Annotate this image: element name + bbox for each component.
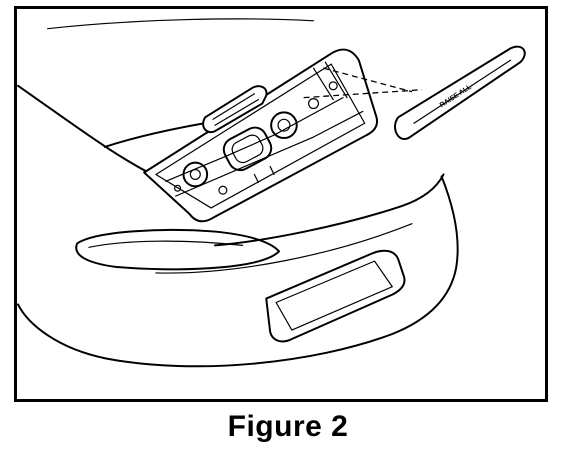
guide-line-2 xyxy=(323,67,413,93)
handle-slot-inner xyxy=(212,93,259,126)
roof-contour xyxy=(47,18,315,30)
bumper-top-line xyxy=(214,173,445,247)
handle-slot xyxy=(202,85,268,134)
screwdriver-tool: RAISE ALL xyxy=(394,45,526,140)
spoiler-outline xyxy=(75,228,281,271)
rear-window-edge xyxy=(17,84,157,178)
trunk-lid-illustration: RAISE ALL xyxy=(17,18,526,368)
bumper-body xyxy=(17,175,459,368)
illustration-frame: RAISE ALL xyxy=(14,6,548,402)
spoiler-inner xyxy=(88,240,244,248)
figure-caption: Figure 2 xyxy=(227,410,349,443)
license-plate-inner xyxy=(275,260,393,331)
trunk-lid-inner-edge xyxy=(155,63,366,209)
lid-mechanism xyxy=(165,61,364,197)
guide-line xyxy=(303,89,422,99)
license-plate-recess xyxy=(265,249,406,343)
bumper-crease xyxy=(155,223,413,274)
